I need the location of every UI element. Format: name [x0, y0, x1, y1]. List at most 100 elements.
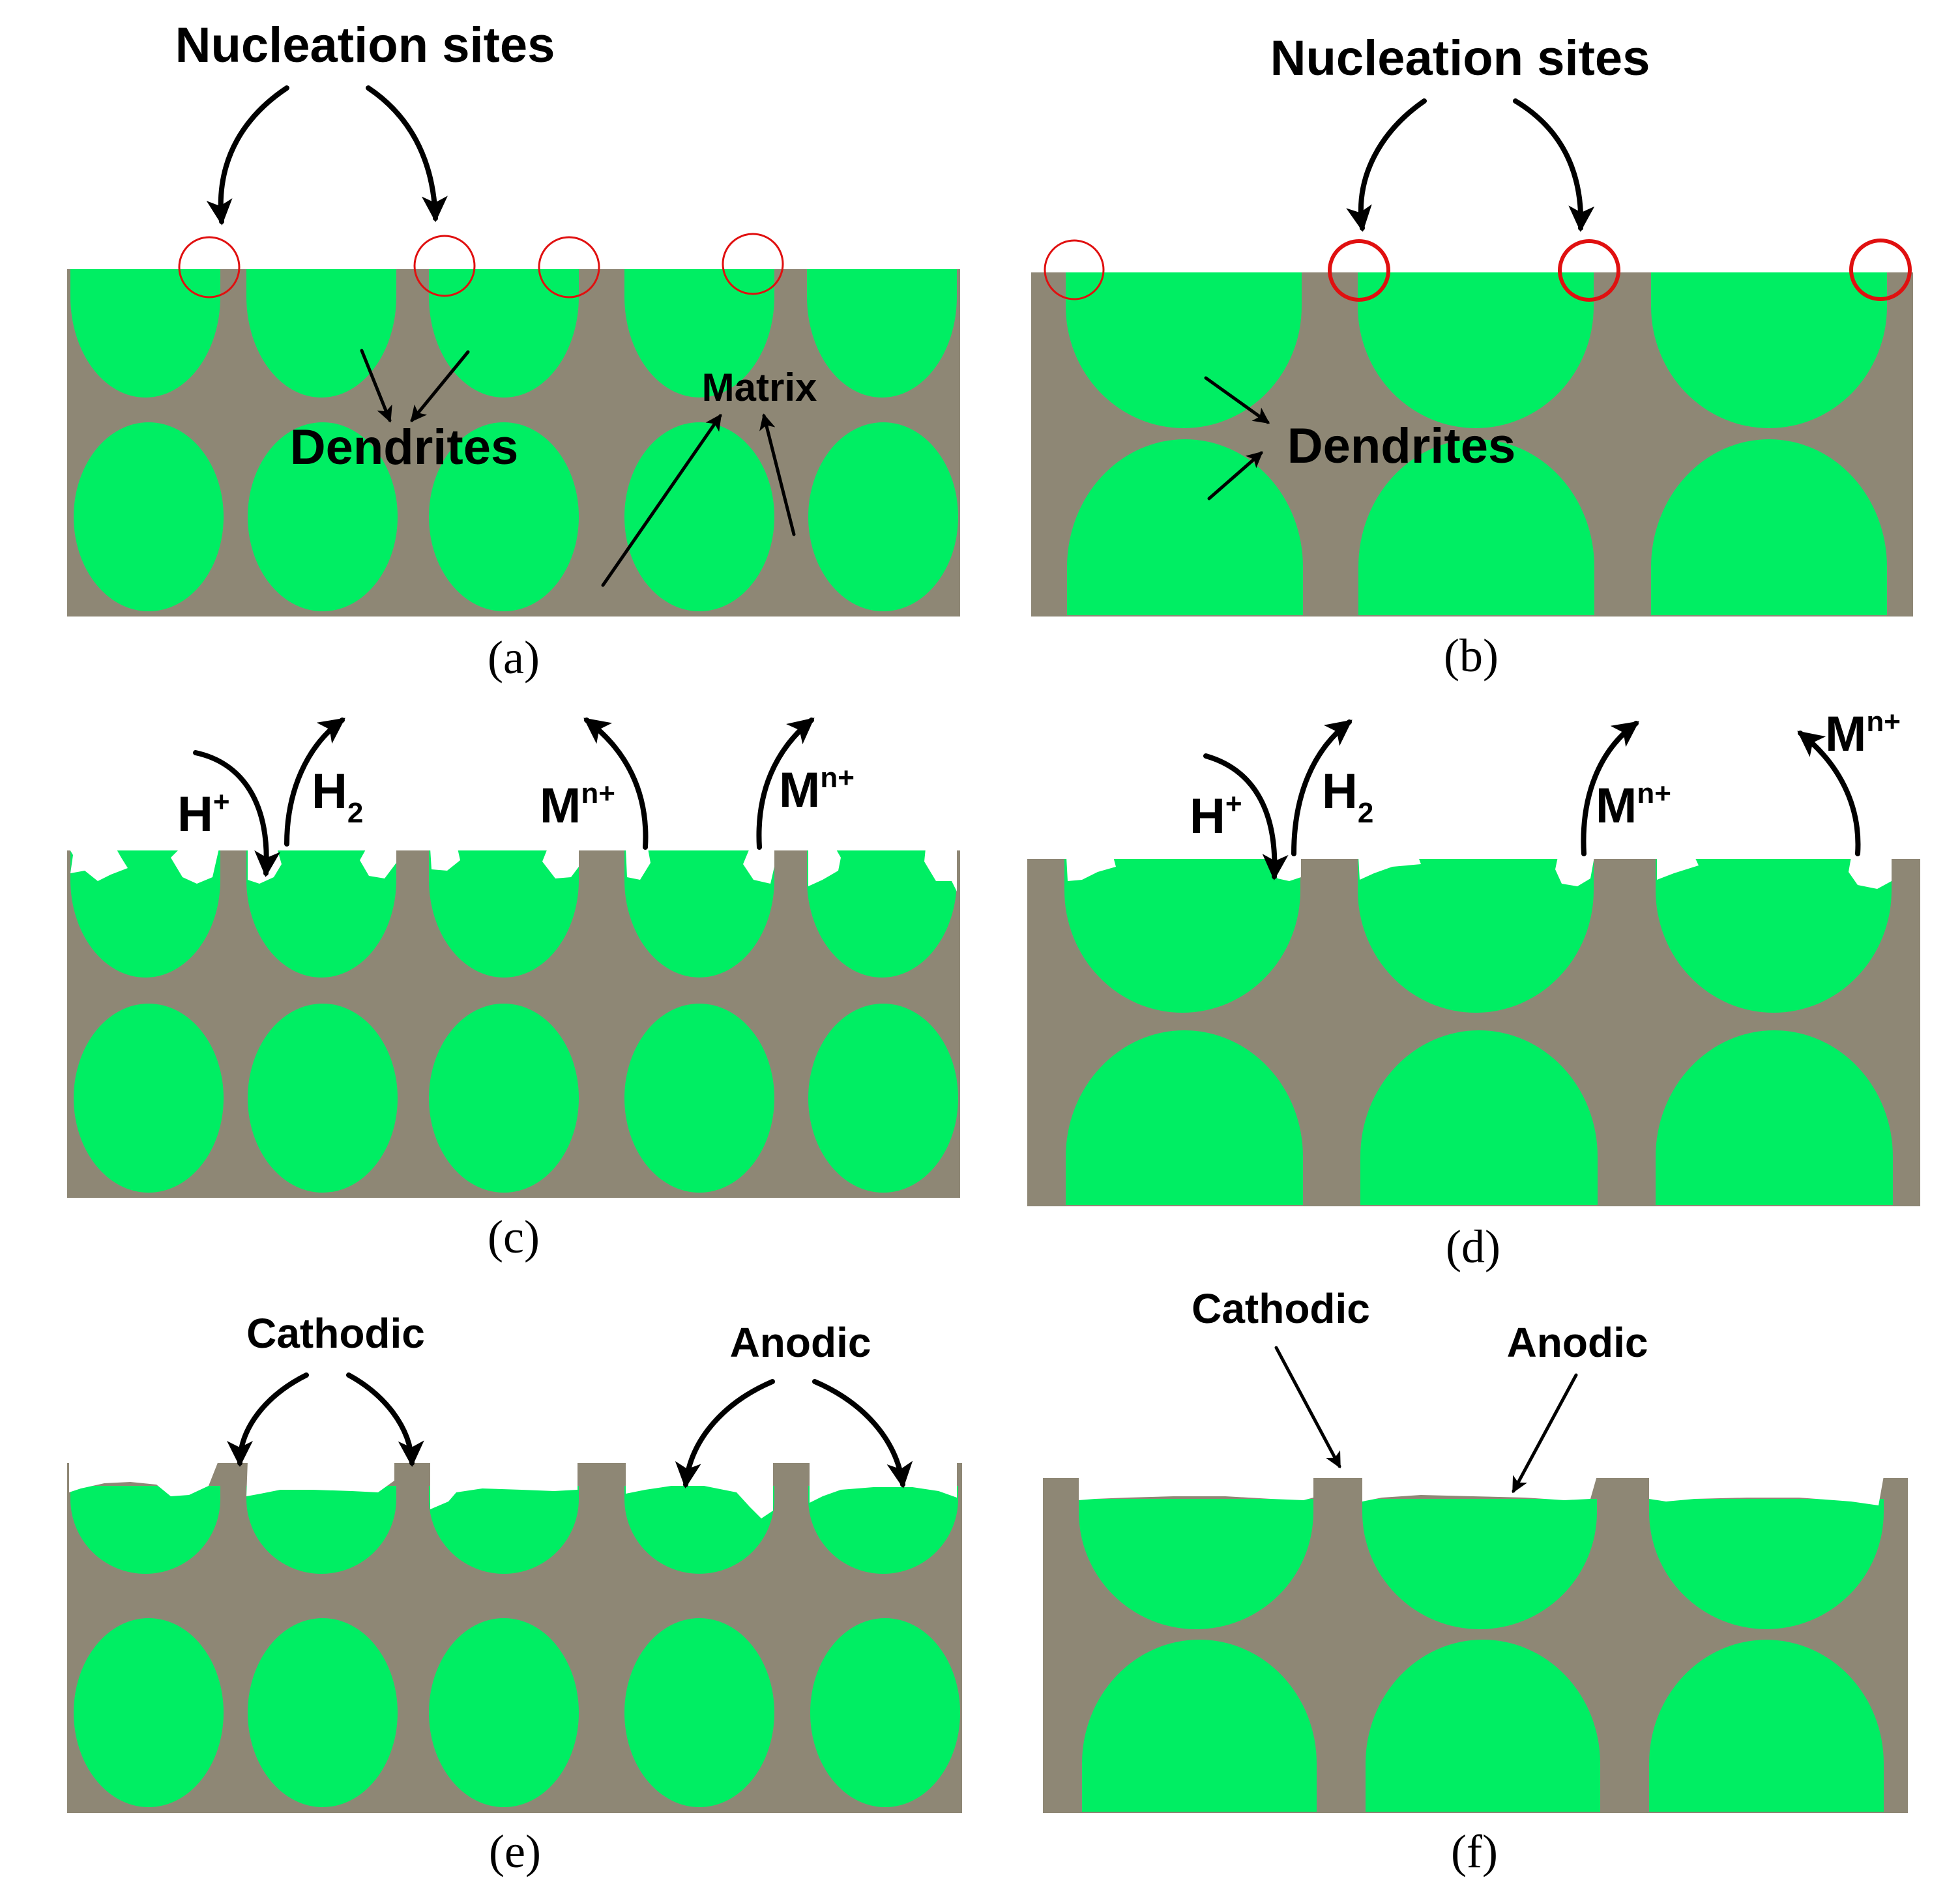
corrosion-pit: [360, 849, 396, 878]
dendrite: [248, 1004, 398, 1193]
corrosion-pit: [1849, 857, 1892, 889]
nucleation-site-marker: [538, 236, 600, 298]
dendrites-label: Dendrites: [1287, 418, 1516, 474]
dendrite-row-bottom: [1066, 1030, 1893, 1205]
corrosion-pit: [626, 1461, 773, 1518]
nucleation-site-marker: [178, 236, 241, 298]
matrix-pointer: [759, 413, 796, 536]
panel-caption: (d): [1446, 1221, 1500, 1273]
dendrite: [1649, 1499, 1884, 1629]
dendrite: [1064, 859, 1300, 1013]
dendrite: [429, 269, 579, 398]
corrosion-pits: [69, 1461, 957, 1518]
metal-ion-arrow: [756, 718, 815, 850]
dendrite: [246, 850, 396, 978]
dendrite: [624, 1486, 774, 1574]
h-plus-arrow: [193, 750, 281, 877]
cathodic-arrow: [227, 1372, 309, 1467]
h2-arrow: [284, 718, 345, 847]
metal-ion-label: Mn+: [779, 762, 855, 818]
dendrite: [246, 269, 396, 398]
dendrite: [808, 1486, 958, 1574]
dendrite: [1066, 272, 1302, 428]
corrosion-pit: [1079, 1476, 1313, 1500]
dendrite: [1649, 1640, 1884, 1812]
dendrite: [429, 1004, 579, 1193]
panel-f: Cathodic Anodic (f): [1043, 1285, 1908, 1878]
metal-ion-label: Mn+: [540, 777, 615, 834]
dendrite: [74, 422, 224, 611]
panel-d: H+ H2 Mn+ Mn+ (d): [1027, 706, 1920, 1273]
dendrite-row-bottom: [74, 422, 958, 611]
hydrogen-ion-label: H+: [1190, 788, 1242, 844]
dendrite-row-top: [1064, 859, 1892, 1013]
dendrite: [248, 1618, 398, 1807]
anodic-arrow: [812, 1379, 913, 1488]
h-plus-arrow: [1203, 753, 1289, 880]
nucleation-site-marker: [722, 233, 784, 295]
nucleation-site-marker: [1558, 239, 1620, 302]
corrosion-pit: [808, 849, 841, 886]
anodic-label: Anodic: [730, 1319, 871, 1366]
cathodic-label: Cathodic: [246, 1310, 425, 1357]
dendrites-pointer: [360, 349, 392, 423]
nucleation-arrow: [1346, 98, 1427, 232]
hydrogen-ion-label: H+: [177, 786, 230, 842]
dendrite: [74, 1618, 224, 1807]
dendrite: [624, 269, 774, 398]
metal-ion-arrow: [1581, 721, 1639, 856]
dendrite: [429, 1618, 579, 1807]
matrix-label: Matrix: [702, 366, 817, 409]
dendrite: [70, 850, 220, 978]
nucleation-arrow: [366, 85, 448, 222]
corrosion-pit: [246, 1461, 394, 1496]
dendrite-row-top: [70, 1486, 958, 1574]
dendrite: [624, 1618, 774, 1807]
dendrites-label: Dendrites: [290, 420, 519, 475]
dendrite: [429, 422, 579, 611]
corrosion-pits: [1079, 1476, 1884, 1505]
panel-title: Nucleation sites: [1270, 31, 1650, 86]
dendrite: [624, 422, 774, 611]
dendrite-row-bottom: [1082, 1640, 1884, 1812]
corrosion-pit: [430, 849, 460, 871]
nucleation-site-marker: [1328, 239, 1390, 302]
dendrite: [1358, 272, 1594, 428]
dendrite: [248, 422, 398, 611]
dendrite: [624, 1004, 774, 1193]
nucleation-arrow: [1513, 98, 1595, 232]
dendrite: [70, 1486, 220, 1574]
metal-ion-arrow: [583, 718, 649, 850]
dendrites-pointer: [1204, 376, 1270, 424]
dendrite: [1066, 1030, 1303, 1205]
dendrite: [1656, 859, 1892, 1013]
anodic-arrow: [1512, 1373, 1578, 1494]
nucleation-site-marker: [413, 235, 476, 297]
panel-e: Cathodic Anodic (e): [67, 1310, 962, 1878]
dendrite-row-bottom: [74, 1004, 958, 1193]
dendrite: [1358, 439, 1594, 615]
dendrite: [810, 1618, 960, 1807]
corrosion-pit: [1657, 857, 1699, 880]
matrix-pointer: [601, 413, 722, 587]
nucleation-site-markers: [178, 233, 784, 298]
metal-ion-label: Mn+: [1825, 706, 1901, 762]
panel-b: Nucleation sites Dendrites (b): [1031, 31, 1913, 682]
panel-caption: (a): [488, 631, 540, 684]
corrosion-pit: [924, 849, 957, 892]
nucleation-site-markers: [1044, 239, 1912, 302]
dendrite-row-top: [70, 269, 957, 398]
dendrite: [1358, 859, 1594, 1013]
dendrite-row-top: [70, 850, 957, 978]
metal-ion-arrow: [1797, 731, 1861, 856]
hydrogen-gas-label: H2: [312, 764, 363, 829]
corrosion-pit: [743, 849, 774, 884]
corrosion-pit: [69, 849, 128, 881]
dendrite: [74, 1004, 224, 1193]
dendrites-pointer: [410, 350, 470, 422]
dendrite: [808, 422, 958, 611]
corrosion-pit: [171, 849, 219, 884]
panel-c: H+ H2 Mn+ Mn+ (c): [67, 718, 960, 1263]
dendrite-row-bottom: [1067, 439, 1887, 615]
